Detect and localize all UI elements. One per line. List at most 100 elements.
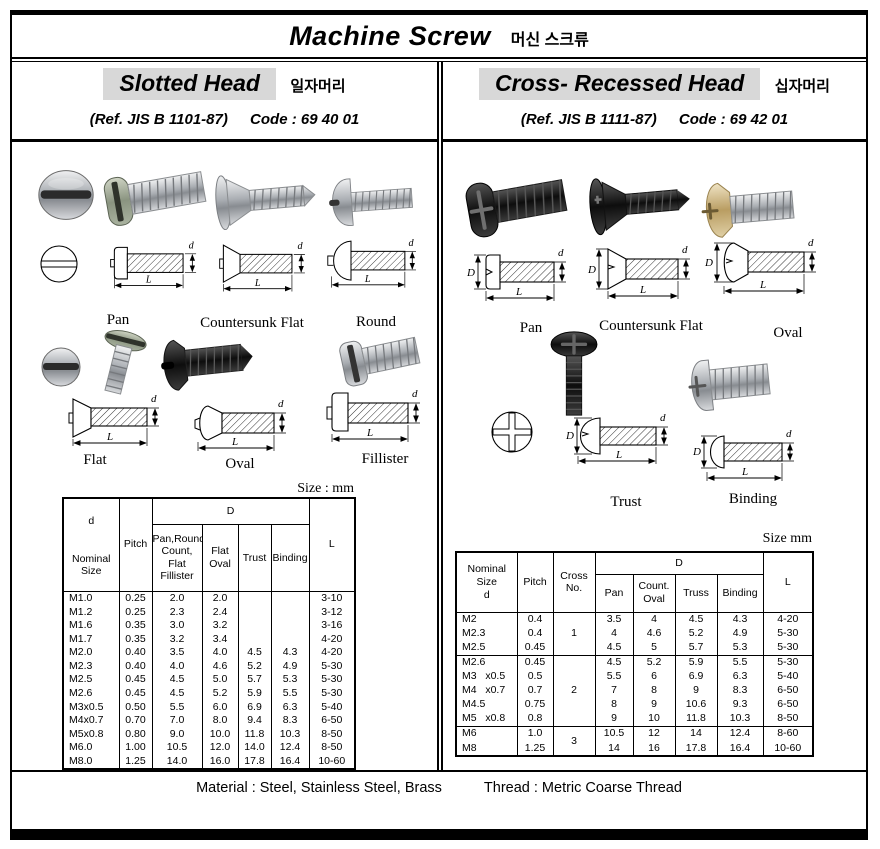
dim-label-D: D xyxy=(466,267,475,279)
table-cell: 0.50 xyxy=(118,700,153,714)
table-cell: 8 xyxy=(632,683,676,698)
dim-label-L: L xyxy=(231,436,238,448)
table-cell: 3.2 xyxy=(151,632,203,646)
table-cell xyxy=(237,632,272,646)
dim-label-D: D xyxy=(587,264,596,276)
table-cell: 8-50 xyxy=(308,740,356,755)
header-pan-col: Pan xyxy=(594,574,634,613)
header-pitch-right: Pitch xyxy=(516,552,554,613)
table-cell: 3-10 xyxy=(308,591,356,606)
header-d: d xyxy=(88,514,95,527)
table-cell: 0.7 xyxy=(516,683,554,698)
cross-no-cell: 2 xyxy=(552,654,596,727)
table-cell: 2.0 xyxy=(151,591,203,606)
title-rule-thick xyxy=(10,57,868,59)
round-screw-diagram: d L xyxy=(327,238,416,288)
cross-table-head: Nominal Size d Pitch Cross No. D L Pan C… xyxy=(455,552,814,613)
right-border xyxy=(866,10,868,840)
table-cell: 10.6 xyxy=(674,697,718,712)
table-cell: 4.5 xyxy=(151,686,203,701)
cross-ref: (Ref. JIS B 1111-87) xyxy=(520,111,657,128)
table-cell: 5.2 xyxy=(201,686,239,701)
table-cell: M4x0.7 xyxy=(62,713,120,728)
cross-ref-row: (Ref. JIS B 1111-87) Code : 69 42 01 xyxy=(443,111,866,128)
phillips-pan-screw-diagram: D d L xyxy=(466,247,566,301)
cross-heading-kr: 십자머리 xyxy=(774,78,830,95)
dim-label-d: d xyxy=(558,247,564,259)
table-cell: M2.6 xyxy=(62,686,120,701)
label-pan: Pan xyxy=(106,312,130,328)
table-cell: 2.3 xyxy=(151,605,203,619)
table-cell: 4.9 xyxy=(716,626,764,641)
table-cell: 9.4 xyxy=(237,713,272,728)
footer-rule xyxy=(12,770,866,772)
label-round: Round xyxy=(355,314,396,330)
phillips-front-view-diagram xyxy=(491,411,533,453)
table-cell: 5.5 xyxy=(151,700,203,714)
table-cell: 4-20 xyxy=(762,612,814,627)
table-cell: 14.0 xyxy=(151,754,203,770)
table-cell: 5-40 xyxy=(762,669,814,684)
table-cell: 9 xyxy=(674,683,718,698)
column-divider-line-a xyxy=(437,62,439,772)
table-cell: 0.35 xyxy=(118,618,153,633)
table-cell: 5.5 xyxy=(716,654,764,670)
table-cell: 0.75 xyxy=(516,697,554,712)
binding-screw-photo xyxy=(688,359,771,411)
slot-front-view-diagram xyxy=(40,245,78,283)
table-cell: 8 xyxy=(594,697,634,712)
table-cell: 14 xyxy=(674,725,718,741)
flat-screw-diagram: d L xyxy=(68,393,159,446)
table-cell: 10 xyxy=(632,711,676,727)
table-cell: 4.5 xyxy=(151,672,203,687)
table-cell: 10-60 xyxy=(762,740,814,756)
table-cell: 4 xyxy=(594,626,634,641)
slotted-size-table: d Nominal Size Pitch D L Pan,Round Count… xyxy=(62,497,357,771)
column-divider-line-b xyxy=(441,62,443,772)
table-cell: 5 xyxy=(632,640,676,656)
table-cell: 3.5 xyxy=(151,645,203,660)
table-cell: 3-12 xyxy=(308,605,356,619)
table-cell: 11.8 xyxy=(674,711,718,727)
table-cell: 5-30 xyxy=(762,626,814,641)
table-cell: 3.0 xyxy=(151,618,203,633)
dim-label-L: L xyxy=(615,449,622,461)
cross-code: Code : 69 42 01 xyxy=(678,111,789,128)
table-cell: 5.0 xyxy=(201,672,239,687)
table-cell: 4.0 xyxy=(201,645,239,660)
footer-material: Material : Steel, Stainless Steel, Brass xyxy=(196,780,442,796)
dim-label-L: L xyxy=(759,279,766,291)
page-title-en: Machine Screw xyxy=(289,21,491,51)
phillips-countersunk-flat-screw-diagram: D d L xyxy=(587,244,690,299)
dim-label-d: d xyxy=(151,393,157,405)
dim-label-d: d xyxy=(808,237,814,249)
table-cell xyxy=(270,591,310,606)
table-cell: 10.5 xyxy=(151,740,203,755)
table-cell: 5.9 xyxy=(237,686,272,701)
dim-label-d: d xyxy=(409,238,415,249)
table-cell: M3x0.5 xyxy=(62,700,120,714)
table-cell: 5.5 xyxy=(594,669,634,684)
dim-label-D: D xyxy=(692,446,701,458)
table-cell: 5-30 xyxy=(308,659,356,673)
table-cell: 6-50 xyxy=(308,713,356,728)
table-cell: 4.6 xyxy=(632,626,676,641)
table-cell: 4.5 xyxy=(674,612,718,627)
table-cell: 6-50 xyxy=(762,697,814,712)
table-cell: 8-50 xyxy=(308,727,356,741)
dim-label-d: d xyxy=(412,388,418,400)
